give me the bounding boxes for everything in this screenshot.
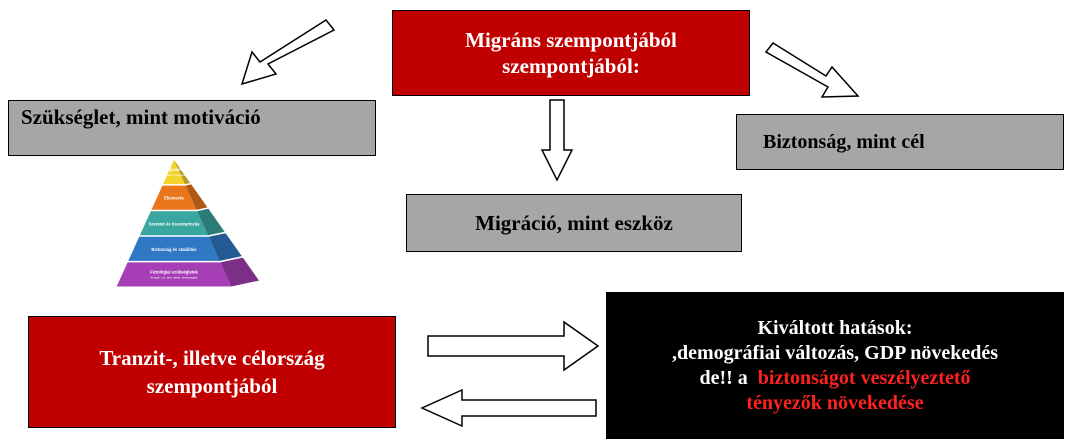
pyramid-level-shade-1 [174,160,191,185]
transit-perspective-line2: szempontjából [146,374,278,398]
pyramid-level-side-5 [220,257,259,287]
pyramid-level-side-3 [197,208,225,236]
migration-tool-box: Migráció, mint eszköz [406,194,742,252]
effects-line3-prefix: de!! a [699,366,748,389]
pyramid-level-label: Elismerés [164,196,184,201]
pyramid-level-side-1 [174,160,191,185]
migrant-perspective-line1: Migráns szempontjából [465,28,677,52]
pyramid-level-side-4 [208,233,242,261]
transit-perspective-line1: Tranzit-, illetve célország [99,346,325,370]
arrow-to-effects [427,320,600,372]
effects-line4: tényezők növekedése [746,391,924,414]
pyramid-level-label: Szeretet és összetartozás [149,221,201,226]
need-motivation-box: Szükséglet, mint motiváció [8,100,376,156]
pyramid-level-label: Önmegvalósítás [158,167,191,172]
pyramid-level-shade-5 [220,257,259,287]
effects-line3-highlight: biztonságot veszélyeztető [757,366,971,389]
pyramid-level-sublabel: levegő, víz, étel, alvás, testmozgás [151,275,198,279]
pyramid-level-shade-2 [185,184,208,210]
pyramid-level-side-2 [185,184,208,210]
pyramid-level-label: Fiziológiai szükségletek [150,269,198,274]
migrant-perspective-box: Migráns szempontjából szempontjából: [392,10,750,96]
pyramid-level-shade-3 [197,208,225,236]
pyramid-level-1 [163,160,185,185]
security-goal-label: Biztonság, mint cél [763,130,925,153]
effects-box: Kiváltott hatások: ,demográfiai változás… [606,292,1064,439]
transit-perspective-box: Tranzit-, illetve célország szempontjábó… [28,316,396,428]
migration-tool-label: Migráció, mint eszköz [475,210,673,235]
need-motivation-label: Szükséglet, mint motiváció [21,105,261,129]
pyramid-level-label: Biztonság és stabilitás [151,247,197,252]
pyramid-level-4 [128,236,220,261]
effects-line2: ,demográfiai változás, GDP növekedés [671,341,999,364]
arrow-to-security [764,42,860,98]
pyramid-level-shade-4 [208,233,242,261]
pyramid-level-5 [116,262,232,287]
arrow-to-migration [540,99,574,182]
migrant-perspective-line2: szempontjából: [502,54,640,78]
security-goal-box: Biztonság, mint cél [736,114,1064,170]
arrow-to-transit [420,388,597,428]
pyramid-level-sublabel: alkotás, kreativitás, toleracia, önállós… [148,173,201,177]
arrow-to-need [240,19,336,86]
pyramid-level-3 [139,211,209,236]
effects-title: Kiváltott hatások: [757,316,913,339]
pyramid-level-2 [151,185,197,210]
effects-line3: de!! a biztonságot veszélyeztető [699,366,970,391]
